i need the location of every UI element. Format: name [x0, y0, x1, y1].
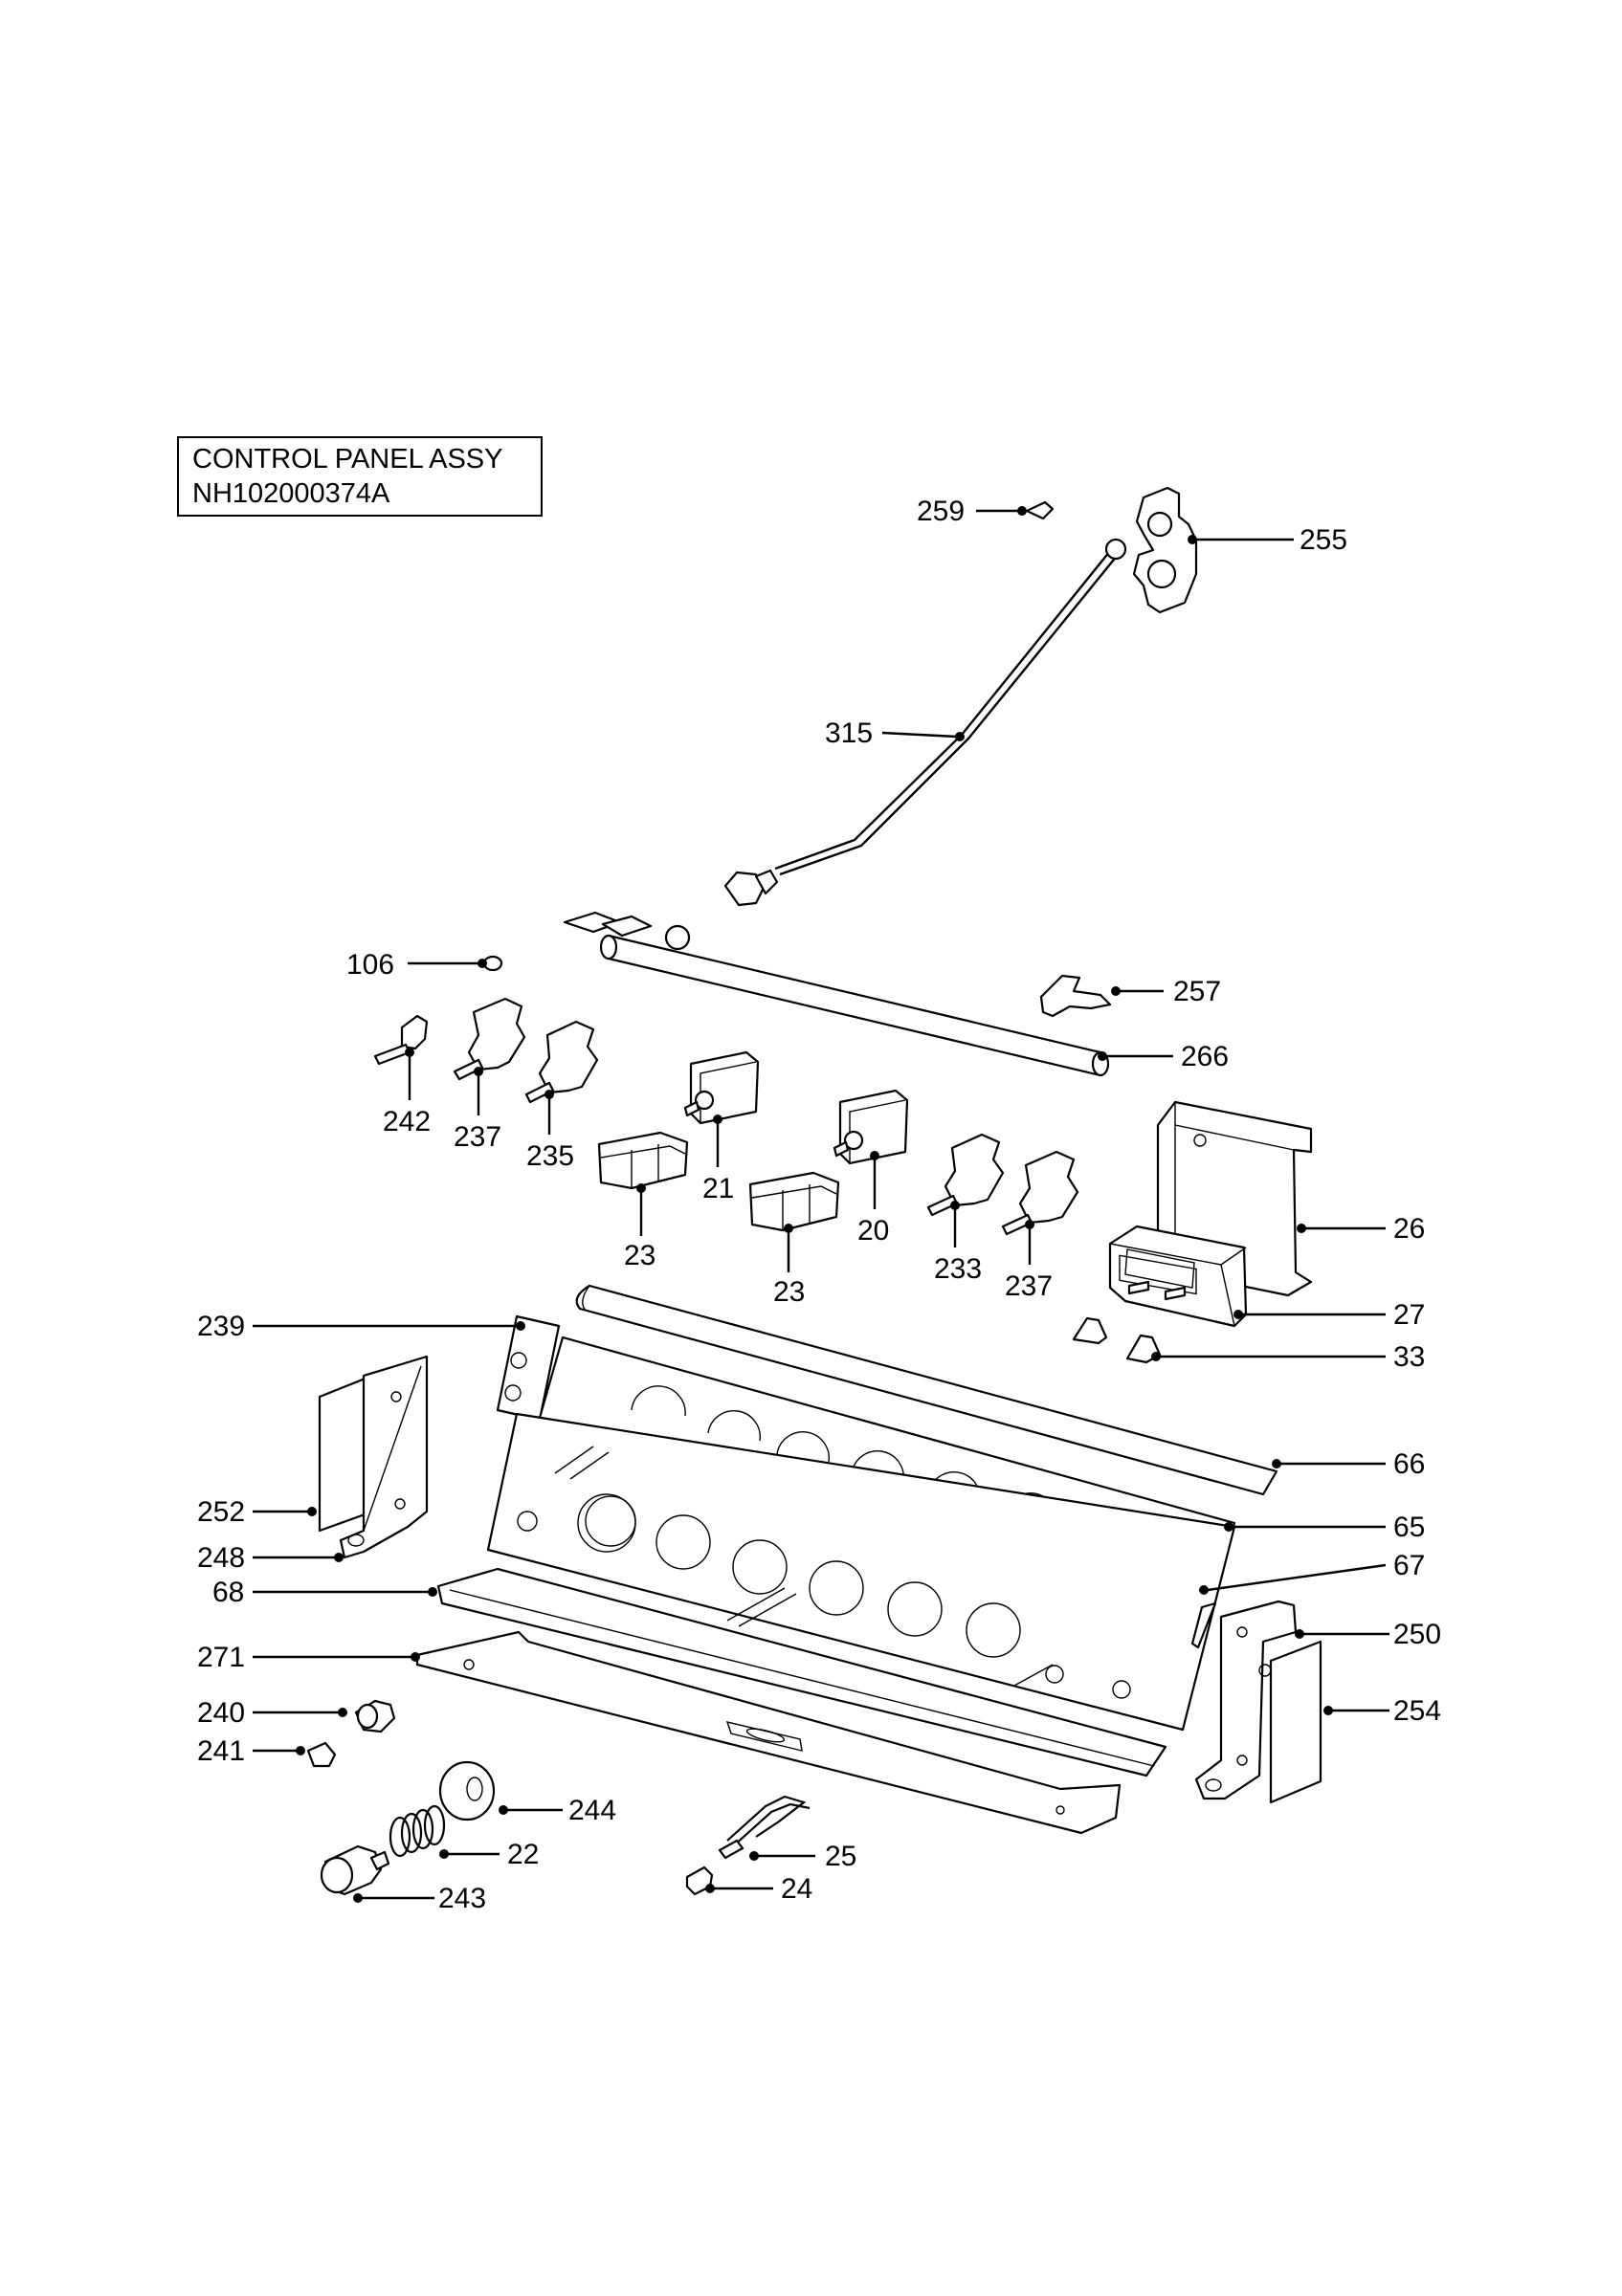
part-237-switch-left [453, 997, 526, 1081]
part-241-plug [306, 1741, 337, 1768]
callout-241: 241 [197, 1735, 245, 1767]
callout-257: 257 [1173, 976, 1221, 1007]
part-23-switch-left [597, 1131, 689, 1190]
callout-250: 250 [1393, 1619, 1441, 1650]
part-21-energy-regulator [683, 1050, 760, 1125]
leader-lines [253, 506, 1389, 1903]
part-33-knob-left [1072, 1316, 1108, 1345]
callout-68: 68 [212, 1577, 244, 1608]
callout-67: 67 [1393, 1550, 1425, 1581]
callout-252: 252 [197, 1496, 245, 1528]
callout-25: 25 [825, 1841, 856, 1872]
part-315-capillary [723, 538, 1127, 907]
part-255-bracket [1132, 486, 1198, 614]
callout-244: 244 [568, 1795, 616, 1826]
callout-22: 22 [507, 1839, 539, 1870]
part-242-switch [373, 1014, 429, 1066]
part-27-timer [1108, 1225, 1248, 1328]
assembly-part-number: NH102000374A [192, 478, 390, 509]
part-244-disc [438, 1760, 496, 1821]
callout-233: 233 [934, 1253, 982, 1285]
callout-237-left: 237 [454, 1121, 501, 1153]
callout-248: 248 [197, 1542, 245, 1574]
callout-235: 235 [526, 1140, 574, 1172]
callout-24: 24 [781, 1873, 812, 1905]
part-266-rod [563, 911, 1110, 1077]
callout-315: 315 [825, 718, 873, 749]
callout-33: 33 [1393, 1341, 1425, 1373]
part-248-side-bracket-left [339, 1355, 429, 1559]
callout-labels: 259 255 315 106 257 266 242 237 235 21 2… [197, 496, 1441, 1914]
callout-26: 26 [1393, 1213, 1425, 1245]
callout-23-left: 23 [624, 1240, 655, 1271]
part-243-knob [320, 1844, 390, 1896]
part-240-button [354, 1699, 396, 1733]
callout-255: 255 [1300, 524, 1347, 556]
part-25-igniter-wire [718, 1795, 811, 1860]
part-22-spring [389, 1804, 446, 1858]
part-257-clip [1039, 974, 1112, 1018]
part-20-energy-regulator [833, 1089, 909, 1165]
callout-240: 240 [197, 1697, 245, 1729]
part-259-screw [1025, 500, 1055, 520]
part-254-insulation-right [1269, 1640, 1322, 1804]
callout-106: 106 [346, 949, 394, 981]
part-66-top-trim [575, 1284, 1278, 1496]
callout-271: 271 [197, 1642, 245, 1673]
callout-27: 27 [1393, 1299, 1425, 1331]
title-box: CONTROL PANEL ASSY NH102000374A [177, 436, 543, 517]
callout-65: 65 [1393, 1512, 1425, 1543]
callout-259: 259 [917, 496, 965, 527]
part-23-switch-right [748, 1171, 840, 1232]
part-68-lower-trim [436, 1567, 1167, 1777]
part-233-switch [926, 1133, 1005, 1217]
callout-237-right: 237 [1005, 1270, 1053, 1302]
callout-266: 266 [1181, 1041, 1229, 1072]
callout-254: 254 [1393, 1695, 1441, 1727]
callout-242: 242 [383, 1106, 431, 1137]
callout-23-right: 23 [773, 1276, 805, 1308]
callout-239: 239 [197, 1311, 245, 1342]
part-252-insulation [318, 1376, 369, 1533]
part-235-switch [524, 1020, 599, 1104]
callout-66: 66 [1393, 1448, 1425, 1480]
part-67-front-panel [486, 1412, 1236, 1732]
part-271-base-plate [415, 1630, 1122, 1835]
callout-21: 21 [702, 1173, 734, 1204]
callout-243: 243 [438, 1883, 486, 1914]
part-237-switch-right [1001, 1150, 1079, 1236]
callout-20: 20 [857, 1215, 889, 1247]
assembly-title: CONTROL PANEL ASSY [192, 444, 503, 475]
part-250-side-bracket-right [1194, 1600, 1298, 1800]
